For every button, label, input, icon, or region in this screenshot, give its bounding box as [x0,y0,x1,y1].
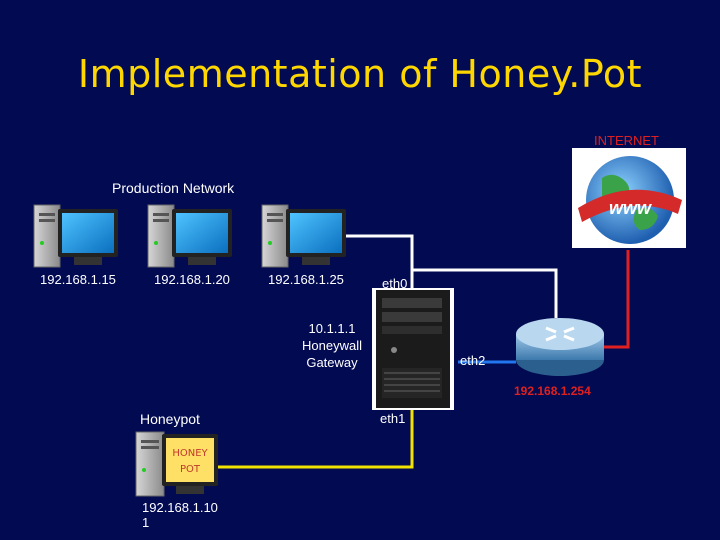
slide-title: Implementation of Honey.Pot [77,52,643,96]
internet-label: INTERNET [594,133,659,148]
workstation-3 [261,204,346,268]
eth2-label: eth2 [460,353,486,368]
link-internet-to-router [604,250,630,349]
honeypot-screen-line2: POT [180,464,201,475]
gateway-ip-label: 10.1.1.1 [308,321,356,336]
links [218,234,630,469]
host3-ip-label: 192.168.1.25 [268,272,344,287]
host1-ip-label: 192.168.1.15 [40,272,116,287]
eth1-label: eth1 [380,411,406,426]
production-network-label: Production Network [112,180,235,196]
eth0-label: eth0 [382,276,408,291]
gateway-name-label: Honeywall [302,338,362,353]
honeypot-ip-line2: 1 [142,515,150,530]
internet-globe-icon: www [572,148,686,248]
gateway-role-label: Gateway [306,355,358,370]
honeypot-label: Honeypot [140,411,200,427]
www-text: www [609,198,652,218]
honeywall-server-icon [372,288,454,410]
honeypot-ip-line1: 192.168.1.10 [142,500,218,515]
link-eth1-to-honeypot [218,410,414,469]
honeypot-machine-icon: HONEY POT [135,431,218,497]
router-icon [516,318,604,376]
host2-ip-label: 192.168.1.20 [154,272,230,287]
honeypot-screen-line1: HONEY [172,448,208,459]
workstation-1 [33,204,118,268]
workstation-2 [147,204,232,268]
link-gateway-to-router-white [412,268,558,318]
router-ip-label: 192.168.1.254 [514,384,591,398]
